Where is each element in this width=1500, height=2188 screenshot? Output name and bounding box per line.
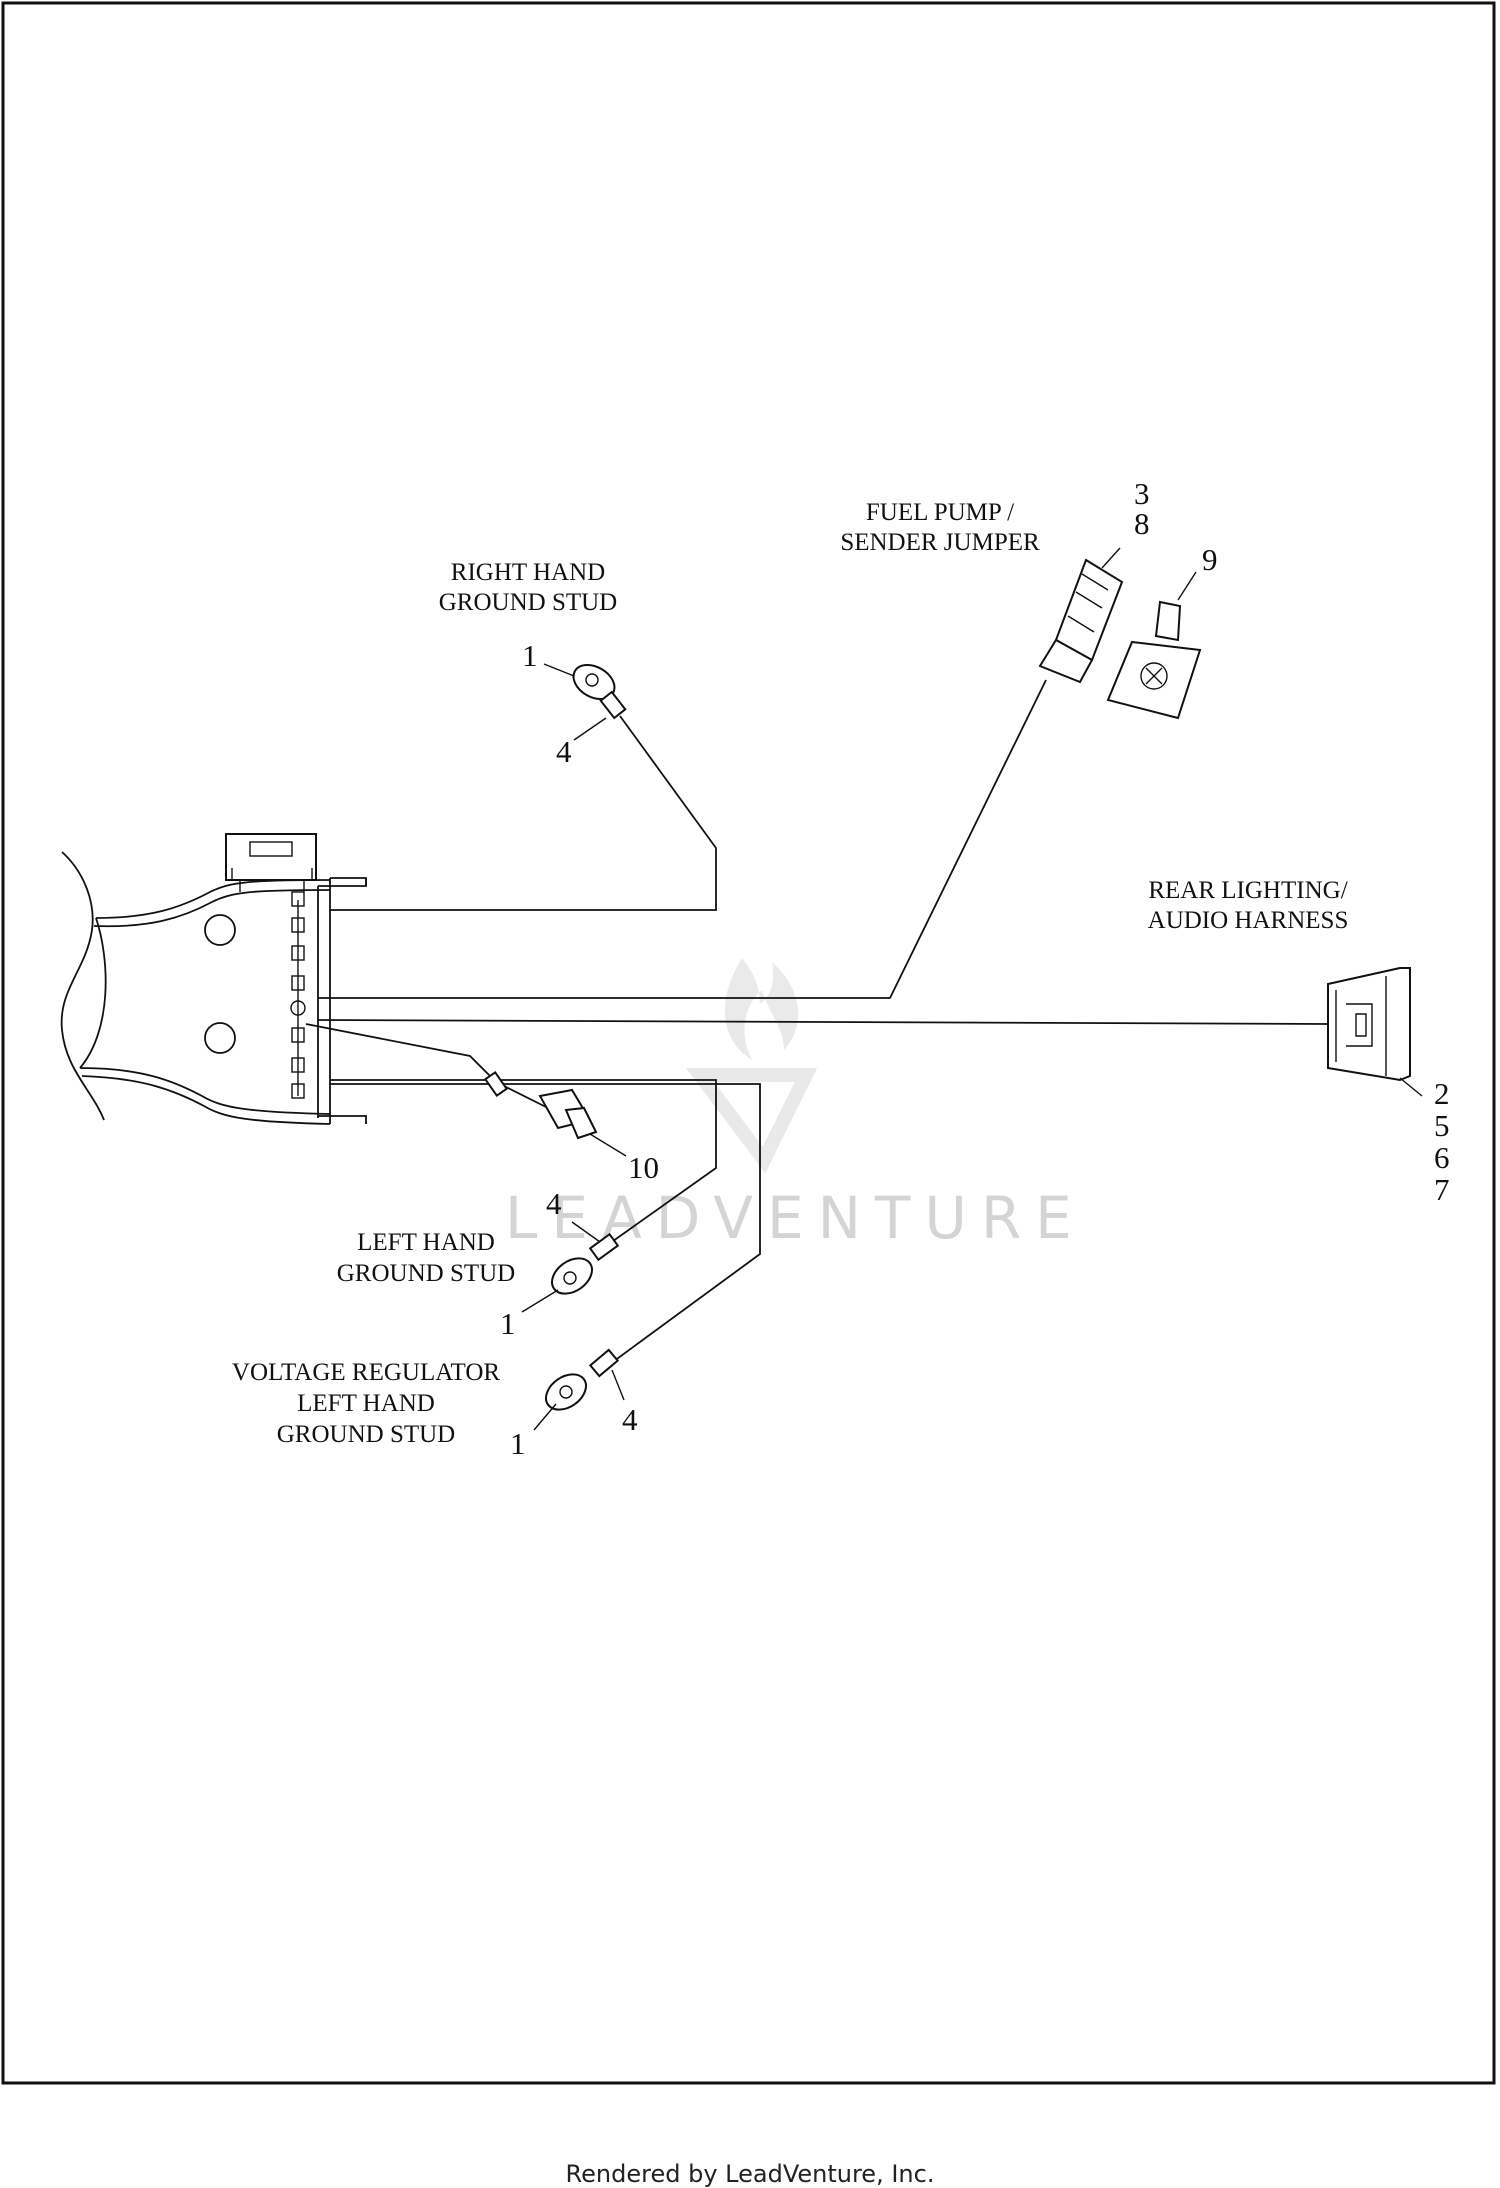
callout-rear-d: 7 <box>1434 1172 1450 1207</box>
vr-ring-terminal <box>545 1348 620 1411</box>
leader-vr-terminal <box>611 1369 625 1401</box>
leader-lh-stud <box>521 1289 559 1313</box>
watermark-text: LEADVENTURE <box>505 1184 1086 1252</box>
label-vr-l1: VOLTAGE REGULATOR <box>232 1359 500 1386</box>
label-rh-ground-l2: GROUND STUD <box>439 589 617 616</box>
label-lh-ground-l1: LEFT HAND <box>357 1229 495 1256</box>
label-rear-lighting-l2: AUDIO HARNESS <box>1148 907 1349 934</box>
callout-lh-stud: 1 <box>500 1306 516 1341</box>
leader-connector-10 <box>589 1133 627 1157</box>
fuel-pump-connector <box>1038 558 1124 684</box>
callout-fuel-b: 8 <box>1134 506 1150 541</box>
callout-lh-terminal: 4 <box>546 1186 562 1221</box>
fuel-cap-plug <box>1106 600 1202 720</box>
callout-vr-terminal: 4 <box>622 1402 638 1437</box>
leader-fuel-connector <box>1101 547 1121 569</box>
label-lh-ground-l2: GROUND STUD <box>337 1260 515 1287</box>
rh-ring-terminal <box>572 663 627 720</box>
wire-fuel-pump <box>318 679 1047 999</box>
leader-fuel-cap <box>1177 571 1197 601</box>
wire-connector-10 <box>305 1023 561 1115</box>
label-vr-l3: GROUND STUD <box>277 1421 455 1448</box>
watermark-logo <box>685 958 818 1174</box>
frame-body <box>60 833 367 1125</box>
footer-credit: Rendered by LeadVenture, Inc. <box>565 2160 935 2188</box>
leader-rear-connector <box>1399 1077 1423 1097</box>
callout-rear-c: 6 <box>1434 1140 1450 1175</box>
callout-fuel-cap: 9 <box>1202 542 1218 577</box>
wire-clip <box>483 1070 509 1098</box>
label-vr-l2: LEFT HAND <box>297 1390 435 1417</box>
wire-lh-ground <box>330 1079 717 1247</box>
leader-lh-terminal <box>571 1221 601 1243</box>
callout-vr-stud: 1 <box>510 1426 526 1461</box>
callout-rh-stud: 1 <box>522 638 538 673</box>
label-rh-ground-l1: RIGHT HAND <box>451 559 605 586</box>
diagram-border <box>1 1 1496 2085</box>
callout-rear-a: 2 <box>1434 1076 1450 1111</box>
leader-rh-terminal <box>573 717 607 741</box>
label-fuel-pump-l1: FUEL PUMP / <box>866 499 1014 526</box>
wire-vr-ground <box>330 1083 761 1365</box>
callout-rear-b: 5 <box>1434 1108 1450 1143</box>
inline-connector-10 <box>538 1088 598 1140</box>
callout-connector-10: 10 <box>628 1150 659 1185</box>
rear-lighting-connector <box>1327 967 1411 1082</box>
callout-rh-terminal: 4 <box>556 734 572 769</box>
callout-fuel-a: 3 <box>1134 476 1150 511</box>
wire-rear-lighting <box>317 1019 1329 1025</box>
leader-vr-stud <box>533 1403 557 1431</box>
wire-rh-ground <box>330 715 717 911</box>
leader-rh-stud <box>543 663 575 677</box>
label-fuel-pump-l2: SENDER JUMPER <box>840 529 1040 556</box>
label-rear-lighting-l1: REAR LIGHTING/ <box>1148 877 1347 904</box>
